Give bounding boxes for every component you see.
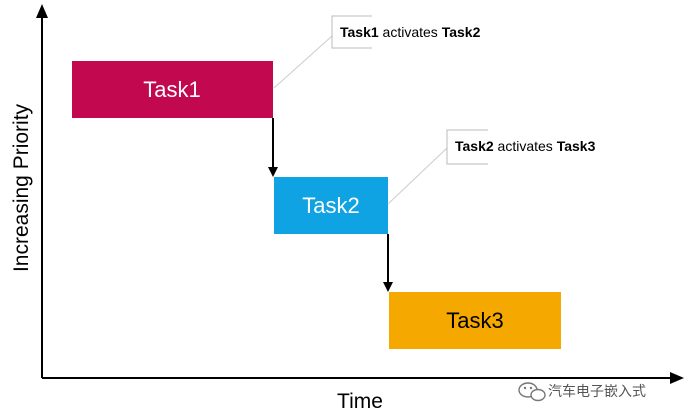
x-axis-arrow	[670, 372, 684, 384]
task-1-label: Task1	[143, 77, 200, 102]
task-1-box: Task1	[72, 61, 273, 118]
callout-2-text: Task2 activates Task3	[455, 138, 596, 154]
task-3-label: Task3	[446, 308, 503, 333]
task-2-box: Task2	[274, 177, 388, 234]
callout-2: Task2 activates Task3	[387, 129, 596, 205]
x-axis-label: Time	[337, 390, 383, 413]
y-axis-arrow	[36, 4, 48, 18]
watermark: 汽车电子嵌入式	[518, 382, 646, 402]
task-3-rect	[389, 292, 561, 349]
callout-1-leader	[273, 35, 333, 89]
callout-2-leader	[387, 147, 448, 205]
callout-1: Task1 activates Task2	[273, 15, 481, 89]
task-2-label: Task2	[302, 193, 359, 218]
callout-1-bracket	[331, 15, 372, 49]
watermark-text: 汽车电子嵌入式	[548, 383, 646, 399]
callout-1-text: Task1 activates Task2	[340, 24, 481, 40]
task-2-rect	[274, 177, 388, 234]
y-axis-label: Increasing Priority	[10, 103, 33, 272]
wechat-icon	[518, 382, 546, 402]
callout-2-bracket	[446, 129, 488, 165]
axes: Increasing Priority Time	[10, 4, 684, 413]
task-3-box: Task3	[389, 292, 561, 349]
task-1-rect	[72, 61, 273, 118]
